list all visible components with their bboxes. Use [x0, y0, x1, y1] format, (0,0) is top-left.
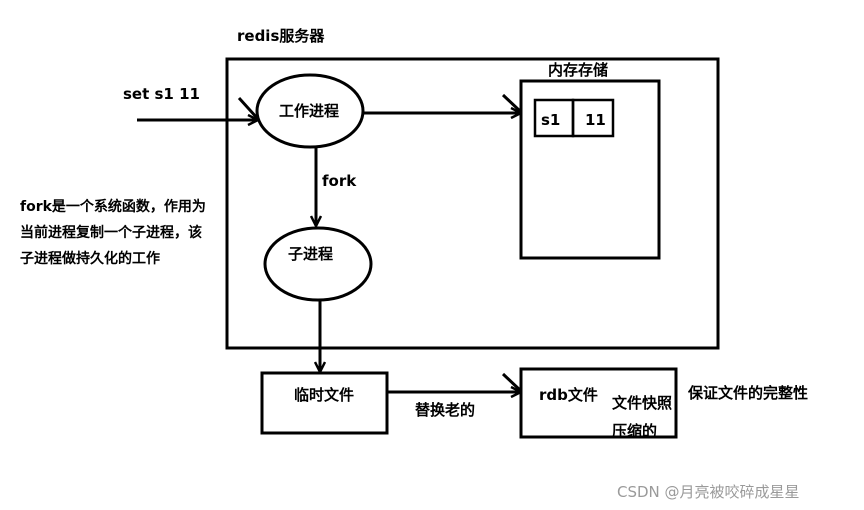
memory-cell-value-box [571, 98, 615, 138]
input-command: set s1 11 [123, 85, 200, 103]
memory-box [519, 79, 661, 260]
worker-label: 工作进程 [279, 102, 340, 120]
watermark: CSDN @月亮被咬碎成星星 [617, 483, 800, 501]
memory-key: s1 [541, 111, 561, 129]
fork-label: fork [322, 172, 357, 190]
memory-title: 内存存储 [548, 61, 609, 79]
child-label: 子进程 [288, 245, 334, 263]
integrity-note: 保证文件的完整性 [688, 384, 809, 402]
server-box [225, 57, 720, 350]
memory-value: 11 [585, 111, 606, 129]
temp-file-box [260, 371, 389, 435]
rdb-box [519, 367, 678, 439]
child-ellipse [263, 226, 373, 302]
replace-arrow-tick [501, 372, 523, 393]
worker-to-memory-arrow-tick [501, 93, 523, 114]
worker-ellipse [255, 73, 365, 149]
replace-label: 替换老的 [415, 401, 476, 419]
server-title: redis服务器 [237, 27, 325, 45]
fork-description: fork是一个系统函数，作用为当前进程复制一个子进程，该子进程做持久化的工作 [20, 199, 206, 267]
input-arrow-tick [237, 96, 260, 121]
rdb-label: rdb文件 [539, 386, 598, 404]
temp-file-label: 临时文件 [294, 386, 355, 404]
rdb-note: 文件快照压缩的 [612, 394, 673, 440]
